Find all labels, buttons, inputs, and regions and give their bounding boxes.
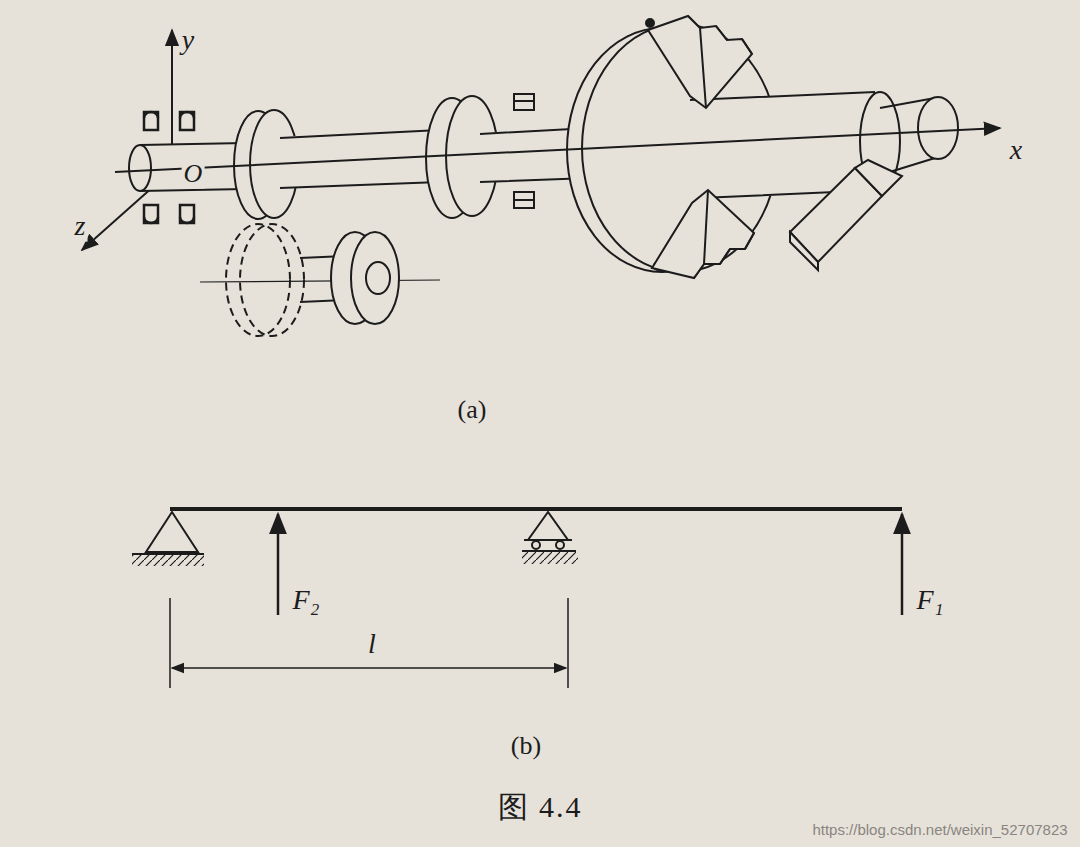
subfigure-label: (b) — [509, 732, 543, 761]
origin-label: O — [182, 160, 205, 189]
force-arrow — [901, 514, 904, 615]
figure-a — [82, 16, 1000, 336]
pin-support — [132, 512, 204, 566]
watermark: https://blog.csdn.net/weixin_52707823 — [810, 822, 1069, 839]
force-arrow — [277, 514, 280, 615]
beam — [170, 507, 902, 511]
force-label: F₁ — [915, 585, 946, 616]
driving-gear — [200, 224, 440, 336]
roller-support — [522, 512, 578, 564]
subfigure-label: (a) — [456, 396, 489, 425]
x-axis — [115, 128, 1000, 172]
dimension-line — [170, 598, 568, 688]
figure-b — [132, 509, 902, 688]
cutting-tool — [790, 160, 902, 270]
axis-label: y — [180, 25, 196, 56]
figure-caption: 图 4.4 — [496, 790, 585, 823]
axis-label: z — [73, 211, 88, 242]
dimension-label: l — [366, 629, 378, 660]
force-label: F₂ — [291, 585, 322, 616]
axis-label: x — [1008, 135, 1024, 166]
spindle — [129, 94, 590, 219]
